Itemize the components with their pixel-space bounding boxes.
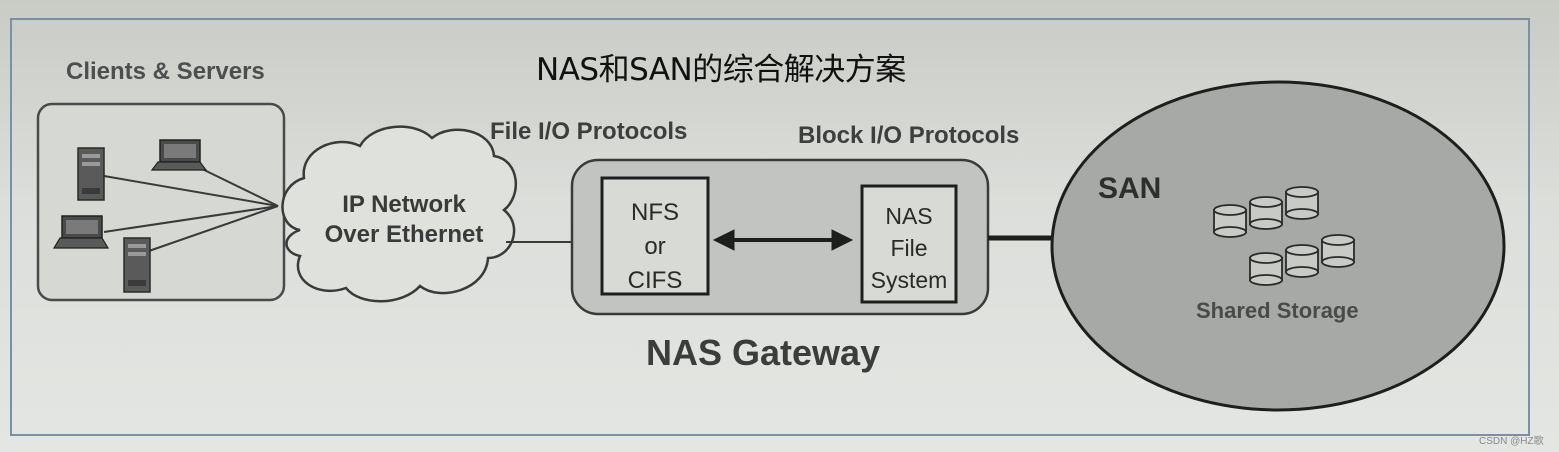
nas-gateway-label: NAS Gateway — [646, 332, 881, 373]
nas-file-system-label: NAS File System — [862, 200, 956, 296]
ip-network-line1: IP Network — [342, 191, 466, 218]
system-line: System — [870, 267, 948, 293]
client-link — [103, 205, 279, 233]
nfs-line: NFS — [631, 199, 679, 226]
or-line: or — [644, 233, 666, 260]
ip-network-line2: Over Ethernet — [324, 221, 484, 248]
shared-storage-label: Shared Storage — [1196, 298, 1359, 323]
disk-cylinder-icon — [1285, 244, 1319, 278]
clients-servers-label: Clients & Servers — [66, 58, 265, 85]
client-link — [103, 175, 279, 207]
diagram-frame — [10, 18, 1530, 436]
nas-file-system-box — [860, 184, 958, 304]
nas-line: NAS — [885, 203, 933, 229]
client-link — [195, 165, 279, 207]
laptop-icon — [52, 215, 110, 249]
nfs-cifs-label: NFS or CIFS — [602, 196, 708, 298]
san-ellipse — [1050, 80, 1506, 412]
block-io-protocols-label: Block I/O Protocols — [798, 122, 1020, 149]
client-links — [103, 165, 279, 253]
disk-cylinder-icon — [1321, 234, 1355, 268]
san-label: SAN — [1098, 172, 1162, 205]
client-link — [145, 205, 279, 253]
cifs-line: CIFS — [627, 267, 683, 294]
laptop-icon — [150, 139, 208, 171]
double-arrow-icon — [712, 229, 854, 251]
ip-network-cloud — [281, 125, 517, 303]
ip-network-label: IP Network Over Ethernet — [296, 190, 512, 250]
server-tower-icon — [77, 147, 105, 201]
clients-box — [36, 102, 286, 302]
disk-cylinder-icon — [1285, 186, 1319, 220]
disk-cylinder-icon — [1249, 252, 1283, 286]
disk-cylinder-icon — [1213, 204, 1247, 238]
disk-cylinder-icon — [1249, 196, 1283, 230]
server-tower-icon — [123, 237, 151, 293]
disk-cluster — [1213, 186, 1355, 286]
nfs-cifs-box — [600, 176, 710, 296]
watermark: CSDN @HZ歌 — [1479, 436, 1544, 447]
page-title: NAS和SAN的综合解决方案 — [536, 52, 906, 88]
file-io-protocols-label: File I/O Protocols — [490, 118, 688, 145]
file-line: File — [890, 235, 928, 261]
